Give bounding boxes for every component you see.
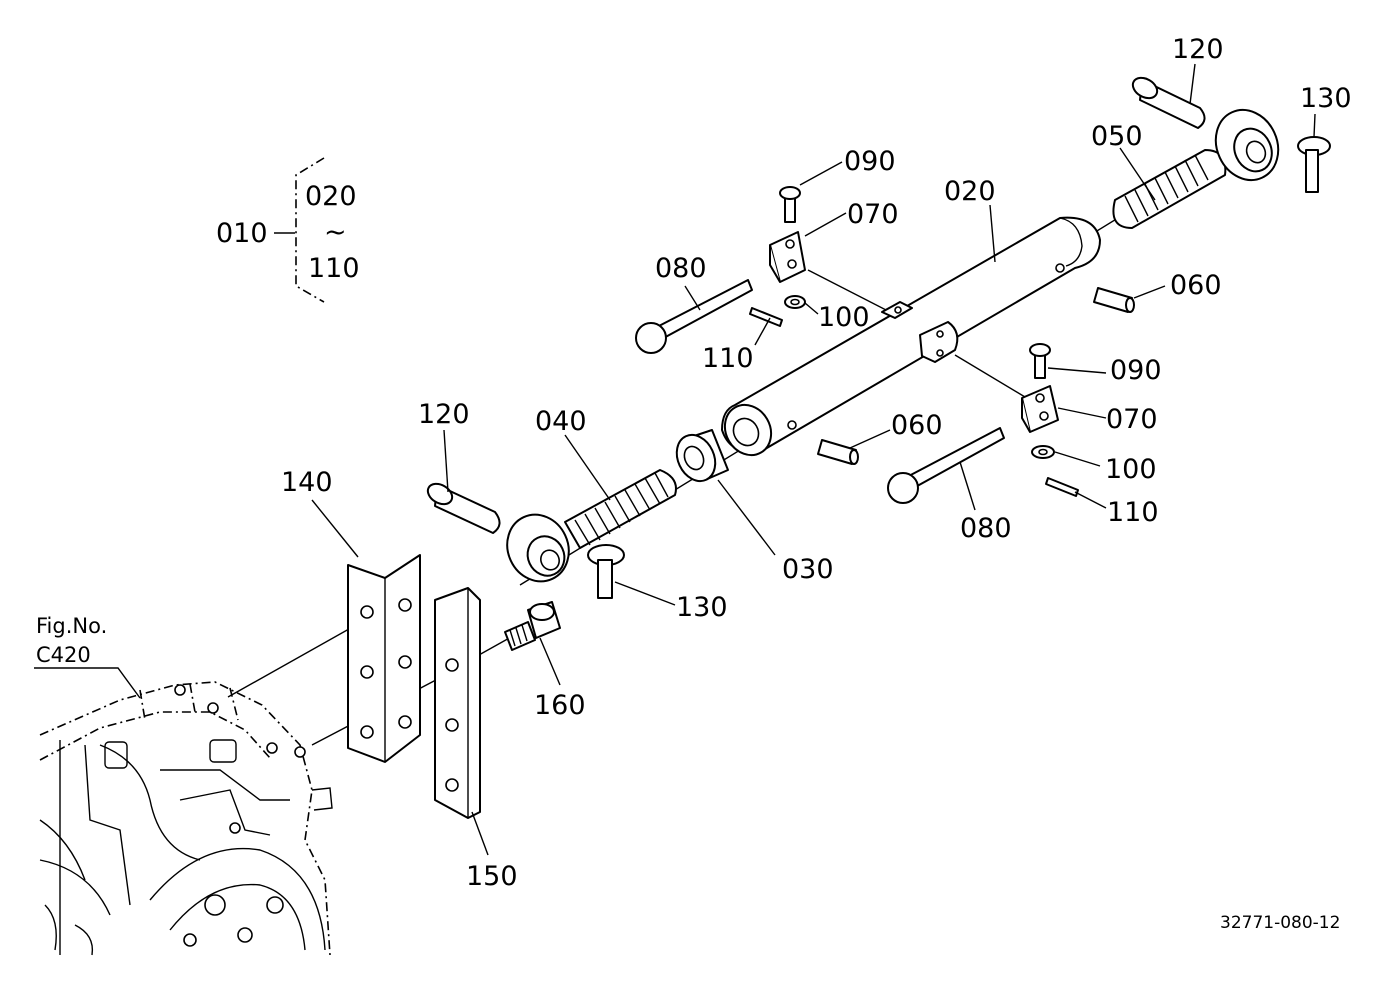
angle-bracket-140: [347, 554, 421, 763]
pin-090-lower: [1029, 343, 1051, 379]
callout-130-upper: 130: [1300, 83, 1352, 114]
clip-070-upper: [769, 231, 806, 283]
assembly-range-to: 110: [308, 253, 360, 284]
threaded-rod-050: [1112, 108, 1280, 229]
callout-110-upper: 110: [702, 343, 754, 374]
pin-120-lower: [426, 482, 501, 534]
clip-070-lower: [1021, 385, 1059, 433]
assembly-bracket: 010 020 ~ 110: [216, 157, 360, 303]
figure-ref-number: C420: [36, 643, 91, 667]
callout-060-upper: 060: [1170, 270, 1222, 301]
pin-080-lower: [887, 427, 1005, 504]
document-code: 32771-080-12: [1220, 913, 1340, 933]
callout-110-lower: 110: [1107, 497, 1159, 528]
callout-120-upper: 120: [1172, 34, 1224, 65]
bolt-160: [504, 601, 561, 651]
pin-120-upper: [1131, 76, 1206, 129]
assembly-range-from: 020: [305, 181, 357, 212]
callout-120-lower: 120: [418, 399, 470, 430]
threaded-rod-040: [506, 469, 677, 583]
callout-040: 040: [535, 406, 587, 437]
callout-020: 020: [944, 176, 996, 207]
assembly-code: 010: [216, 218, 268, 249]
assembly-range-separator: ~: [324, 217, 347, 248]
roll-pin-060-upper: [1093, 287, 1135, 313]
washer-100-upper: [784, 295, 806, 309]
callout-060-lower: 060: [891, 410, 943, 441]
roll-pin-060-lower: [817, 439, 859, 465]
pin-090-upper: [779, 186, 801, 223]
transmission-housing: [39, 681, 333, 956]
callout-140: 140: [281, 467, 333, 498]
callout-090-lower: 090: [1110, 355, 1162, 386]
callout-080-upper: 080: [655, 253, 707, 284]
callout-090-upper: 090: [844, 146, 896, 177]
callout-labels: 020 030 040 050 060 060 070 070 080 080 …: [281, 34, 1352, 892]
callout-130-lower: 130: [676, 592, 728, 623]
callout-030: 030: [782, 554, 834, 585]
pin-080-upper: [635, 279, 753, 354]
callout-100-upper: 100: [818, 302, 870, 333]
washer-100-lower: [1031, 445, 1055, 459]
figure-ref-label: Fig.No.: [36, 614, 107, 638]
plate-150: [434, 587, 481, 819]
figure-reference: Fig.No. C420: [34, 614, 141, 699]
nut-030: [675, 429, 729, 483]
callout-160: 160: [534, 690, 586, 721]
leader-lines: [311, 63, 1316, 856]
tube-020: [721, 216, 1101, 457]
cotter-pin-110-lower: [1045, 477, 1079, 497]
callout-080-lower: 080: [960, 513, 1012, 544]
cotter-pin-110-upper: [749, 307, 783, 327]
callout-100-lower: 100: [1105, 454, 1157, 485]
callout-150: 150: [466, 861, 518, 892]
linch-pin-130-upper: [1297, 136, 1331, 193]
callout-070-lower: 070: [1106, 404, 1158, 435]
callout-050: 050: [1091, 121, 1143, 152]
linch-pin-130-lower: [587, 544, 625, 599]
callout-070-upper: 070: [847, 199, 899, 230]
